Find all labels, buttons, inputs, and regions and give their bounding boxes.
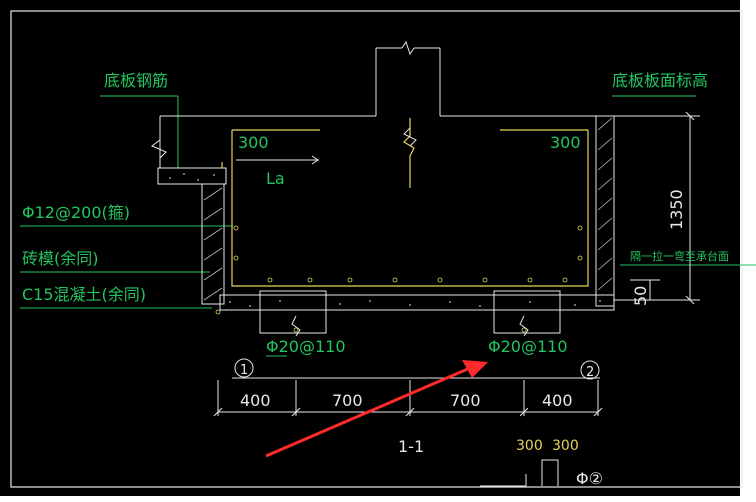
- dim-vertical: [614, 111, 700, 305]
- dim-right-300: 300: [550, 133, 581, 152]
- axis-markers: [232, 358, 600, 380]
- label-rebar-left: Φ20@110: [266, 337, 346, 356]
- label-top-elevation: 底板板面标高: [612, 71, 708, 90]
- legend-phi-2: Φ②: [576, 469, 603, 488]
- dim-400-right: 400: [542, 391, 573, 410]
- axis-1-label: 1: [240, 363, 248, 378]
- label-c15-concrete: C15混凝土(余同): [22, 285, 146, 304]
- axis-2-label: 2: [586, 365, 594, 380]
- la-arrow: [236, 155, 319, 165]
- drawing-area: [0, 0, 740, 496]
- dim-700-right: 700: [450, 391, 481, 410]
- label-rebar-right: Φ20@110: [488, 337, 568, 356]
- legend-symbols: [480, 459, 559, 487]
- section-label: 1-1: [398, 437, 424, 456]
- dim-la: La: [266, 169, 285, 188]
- brick-hatch: [203, 117, 613, 301]
- dim-horizontal: [213, 380, 603, 417]
- leader-lines: [20, 95, 756, 357]
- rebar-dots: [215, 225, 583, 333]
- dim-1350: 1350: [667, 189, 686, 230]
- label-base-rebar: 底板钢筋: [104, 71, 168, 90]
- concrete-speckle: [169, 173, 601, 307]
- legend-300-a: 300: [516, 438, 543, 454]
- base-slab: [157, 115, 615, 334]
- legend-300-b: 300: [552, 438, 579, 454]
- column-outline: [159, 40, 596, 168]
- dim-50: 50: [631, 286, 650, 306]
- frame-inner: [10, 10, 743, 488]
- dim-400-left: 400: [240, 391, 271, 410]
- label-brick-form: 砖模(余同): [22, 249, 99, 268]
- label-note-right: 隔一拉一弯至承台面: [630, 249, 729, 263]
- rebar-cage: [221, 118, 589, 287]
- label-stirrup-rebar: Φ12@200(箍): [22, 203, 130, 222]
- dim-left-300: 300: [238, 133, 269, 152]
- red-annotation-arrow: [265, 360, 488, 458]
- break-marks: [151, 127, 529, 337]
- dim-700-left: 700: [332, 391, 363, 410]
